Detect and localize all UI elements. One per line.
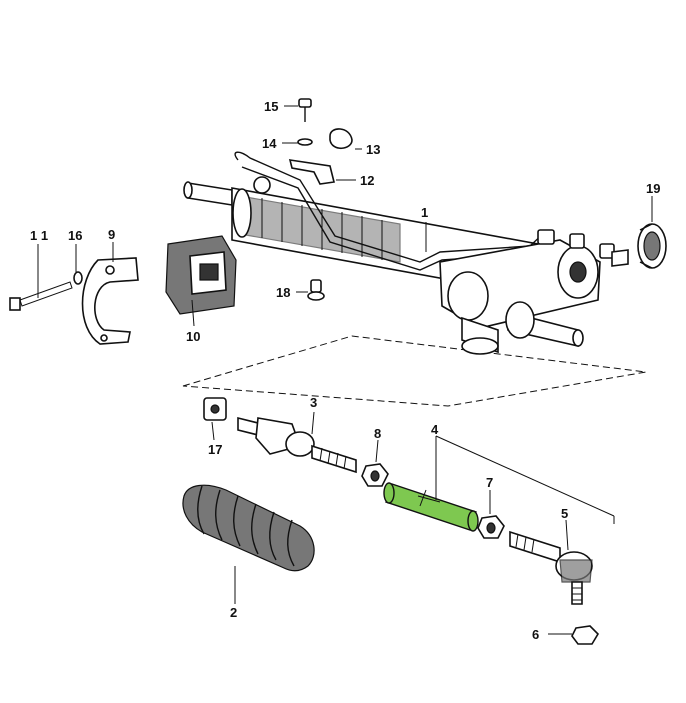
- callout-2: 2: [230, 605, 238, 620]
- clamp-hardware: [288, 98, 353, 185]
- callout-17: 17: [208, 442, 223, 457]
- rubber-boot: [182, 484, 315, 572]
- adjusting-sleeve: [383, 482, 479, 532]
- tie-rod-group-outline: [182, 335, 647, 407]
- callout-16: 16: [68, 228, 83, 243]
- steering-rack: [183, 151, 629, 355]
- bolt-11: [9, 281, 73, 311]
- leader-lines: [37, 105, 653, 635]
- hex-nut-6: [571, 625, 600, 645]
- callout-8: 8: [374, 426, 382, 441]
- callout-14: 14: [262, 136, 277, 151]
- screw-18: [307, 279, 325, 301]
- callout-6: 6: [532, 627, 540, 642]
- pinion-boot: [637, 223, 667, 269]
- callout-5: 5: [561, 506, 569, 521]
- tie-rod-end: [509, 530, 593, 605]
- callout-10: 10: [186, 329, 201, 344]
- mount-bushing: [165, 235, 237, 315]
- callout-19: 19: [646, 181, 661, 196]
- callout-11: 1 1: [30, 228, 49, 243]
- callout-15: 15: [264, 99, 279, 114]
- callout-9: 9: [108, 227, 116, 242]
- clamp-bracket: [81, 257, 139, 345]
- callout-18: 18: [276, 285, 291, 300]
- callout-7: 7: [486, 475, 494, 490]
- callout-1: 1: [421, 205, 429, 220]
- callout-13: 13: [366, 142, 381, 157]
- callout-4: 4: [431, 422, 439, 437]
- callout-3: 3: [310, 395, 318, 410]
- washer-16: [73, 271, 83, 285]
- callout-12: 12: [360, 173, 375, 188]
- inner-tie-rod: [237, 416, 357, 474]
